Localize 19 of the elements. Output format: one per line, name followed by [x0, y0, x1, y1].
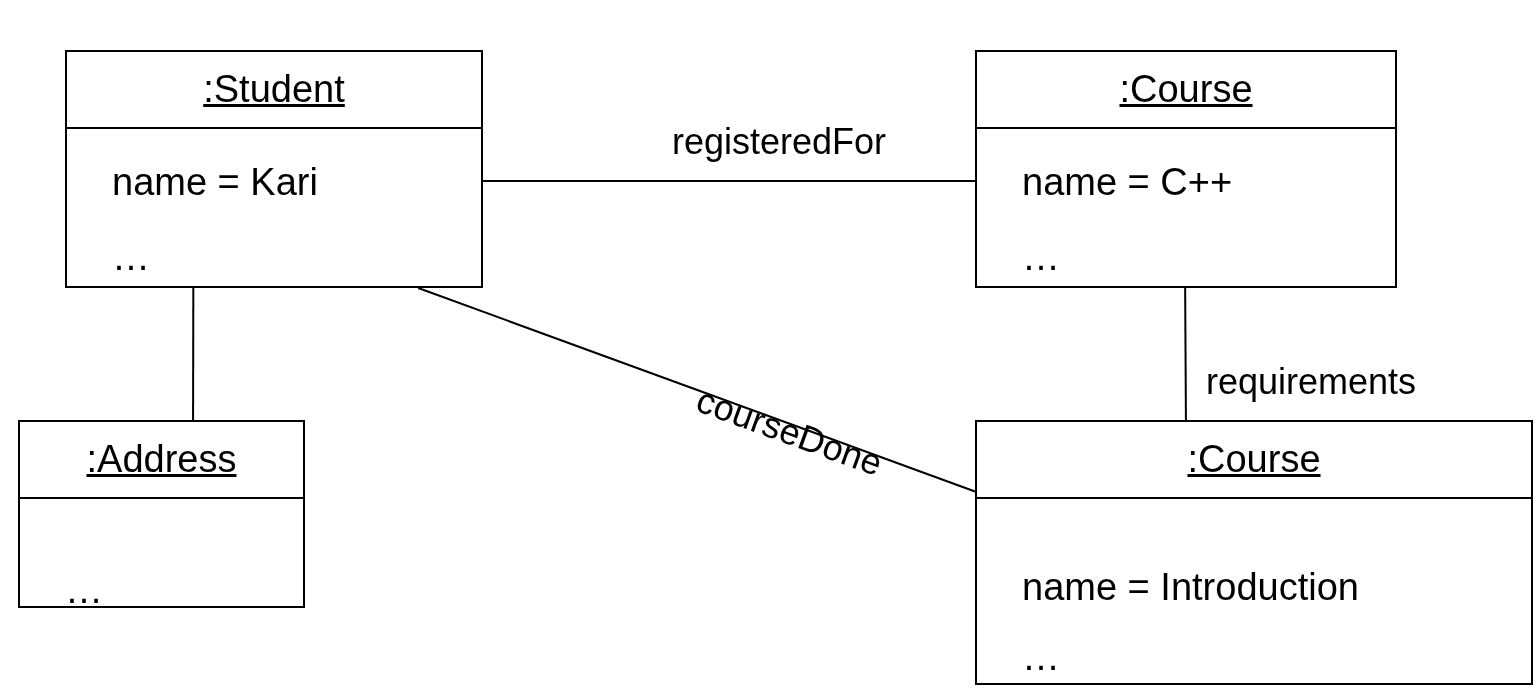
- attribute-text: name = Introduction: [1022, 565, 1359, 609]
- association-line: [192, 287, 195, 421]
- attribute-text: …: [65, 568, 103, 612]
- object-box: [65, 50, 483, 288]
- attribute-text: …: [1022, 235, 1060, 279]
- object-name: :Student: [203, 68, 345, 111]
- object-box: [975, 50, 1397, 288]
- attribute-text: …: [112, 235, 150, 279]
- attribute-text: …: [1022, 635, 1060, 679]
- attribute-text: name = Kari: [112, 160, 318, 204]
- association-line: [482, 179, 976, 182]
- object-box: [975, 420, 1533, 685]
- object-name: :Address: [86, 438, 237, 481]
- object-box: [18, 420, 305, 608]
- attribute-text: name = C++: [1022, 160, 1233, 204]
- association-line: [1184, 287, 1187, 421]
- object-name: :Course: [1119, 68, 1253, 111]
- object-name: :Course: [1187, 438, 1321, 481]
- association-line: [417, 287, 976, 493]
